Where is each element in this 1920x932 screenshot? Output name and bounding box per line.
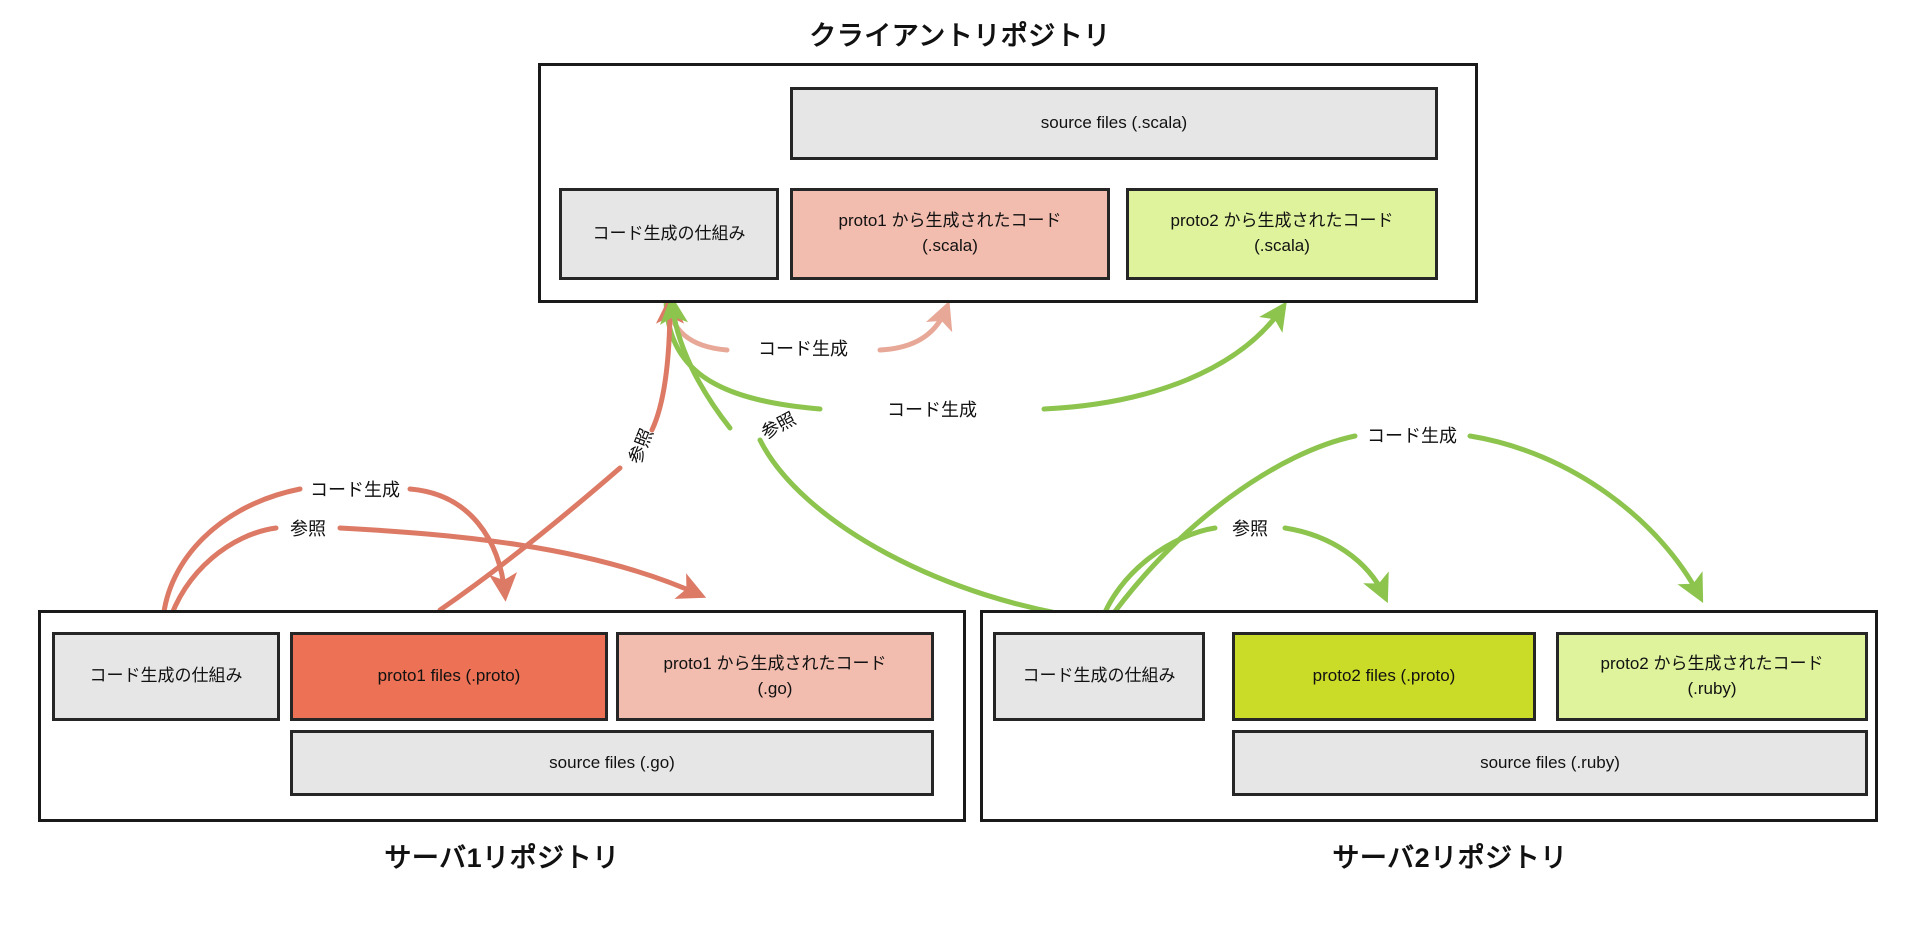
edge-label-codegen-client-proto2: コード生成 bbox=[887, 400, 977, 420]
server1-source-files[interactable]: source files (.go) bbox=[290, 730, 934, 796]
edge-codegen-server2-proto2gen bbox=[1102, 433, 1704, 628]
edge-label-reference-server1-proto1gen: 参照 bbox=[290, 519, 326, 539]
edge-label-reference-server2-proto2-codegen: 参照 bbox=[1232, 519, 1268, 539]
client-proto2-generated-code[interactable]: proto2 から生成されたコード (.scala) bbox=[1126, 188, 1438, 280]
client-proto1-generated-code[interactable]: proto1 から生成されたコード (.scala) bbox=[790, 188, 1110, 280]
edge-label-codegen-server2-proto2gen: コード生成 bbox=[1367, 426, 1457, 446]
server1-proto1-generated-code[interactable]: proto1 から生成されたコード (.go) bbox=[616, 632, 934, 721]
edge-reference-server2-proto2-client bbox=[659, 295, 1103, 623]
server1-repo-title: サーバ1リポジトリ bbox=[384, 843, 620, 873]
server2-proto2-generated-code[interactable]: proto2 から生成されたコード (.ruby) bbox=[1556, 632, 1868, 721]
server2-repo-title: サーバ2リポジトリ bbox=[1332, 843, 1568, 873]
edge-codegen-server1-proto1 bbox=[160, 486, 518, 623]
client-source-files[interactable]: source files (.scala) bbox=[790, 87, 1438, 160]
client-repo-title: クライアントリポジトリ bbox=[809, 21, 1111, 51]
client-codegen-mechanism[interactable]: コード生成の仕組み bbox=[559, 188, 779, 280]
edge-reference-server2-proto2-codegen bbox=[1097, 525, 1389, 628]
server2-proto2-files[interactable]: proto2 files (.proto) bbox=[1232, 632, 1536, 721]
server2-source-files[interactable]: source files (.ruby) bbox=[1232, 730, 1868, 796]
edge-label-codegen-server1-proto1: コード生成 bbox=[310, 480, 400, 500]
server1-proto1-files[interactable]: proto1 files (.proto) bbox=[290, 632, 608, 721]
edge-reference-server1-proto1-gen bbox=[165, 525, 707, 628]
server1-codegen-mechanism[interactable]: コード生成の仕組み bbox=[52, 632, 280, 721]
edge-label-codegen-client-proto1: コード生成 bbox=[758, 339, 848, 359]
server2-codegen-mechanism[interactable]: コード生成の仕組み bbox=[993, 632, 1205, 721]
